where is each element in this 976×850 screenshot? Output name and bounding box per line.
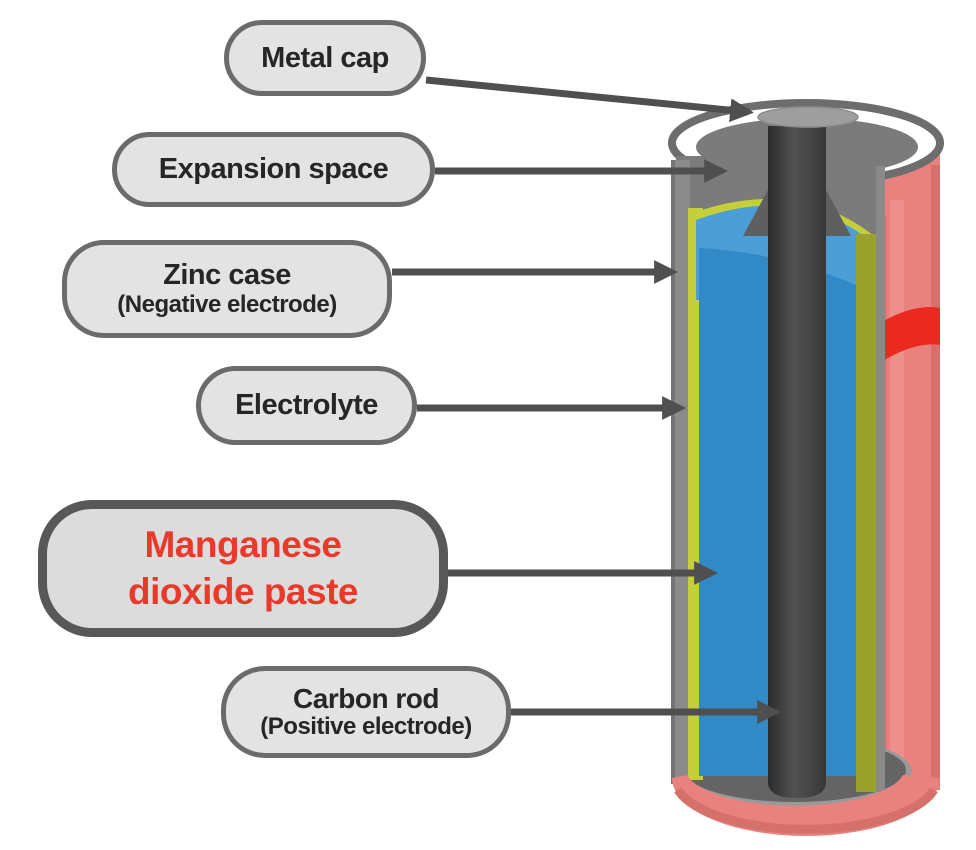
label-zinc-case: Zinc case (Negative electrode) bbox=[62, 240, 392, 338]
label-stripe bbox=[878, 307, 940, 364]
electrolyte-layer-right bbox=[856, 234, 878, 792]
label-manganese-dioxide-paste: Manganese dioxide paste bbox=[38, 500, 448, 637]
zinc-case-wall bbox=[675, 160, 690, 784]
metal-cap-arrow bbox=[425, 76, 754, 123]
outer-casing-right-shade bbox=[931, 165, 940, 785]
zinc-case-cut-edge bbox=[876, 166, 885, 792]
label-manganese-subtext: dioxide paste bbox=[128, 570, 358, 612]
zinc-case-wall-edge bbox=[671, 160, 676, 784]
label-zinc-case-subtext: (Negative electrode) bbox=[117, 290, 337, 318]
carbon-rod bbox=[768, 126, 826, 798]
label-carbon-rod: Carbon rod (Positive electrode) bbox=[221, 666, 511, 758]
label-expansion-space-text: Expansion space bbox=[158, 153, 389, 186]
outer-casing-body bbox=[878, 150, 940, 790]
label-metal-cap: Metal cap bbox=[224, 20, 426, 96]
casing-bottom-edge bbox=[674, 787, 938, 834]
label-metal-cap-text: Metal cap bbox=[261, 41, 389, 74]
label-zinc-case-text: Zinc case bbox=[163, 259, 291, 292]
label-expansion-space: Expansion space bbox=[112, 132, 435, 207]
label-manganese-text: Manganese bbox=[144, 524, 342, 566]
metal-cap bbox=[757, 106, 859, 128]
label-carbon-rod-text: Carbon rod bbox=[293, 682, 439, 714]
label-carbon-rod-subtext: (Positive electrode) bbox=[260, 713, 472, 741]
label-electrolyte: Electrolyte bbox=[196, 366, 417, 445]
outer-casing-highlight bbox=[890, 200, 904, 780]
label-electrolyte-text: Electrolyte bbox=[235, 389, 378, 422]
